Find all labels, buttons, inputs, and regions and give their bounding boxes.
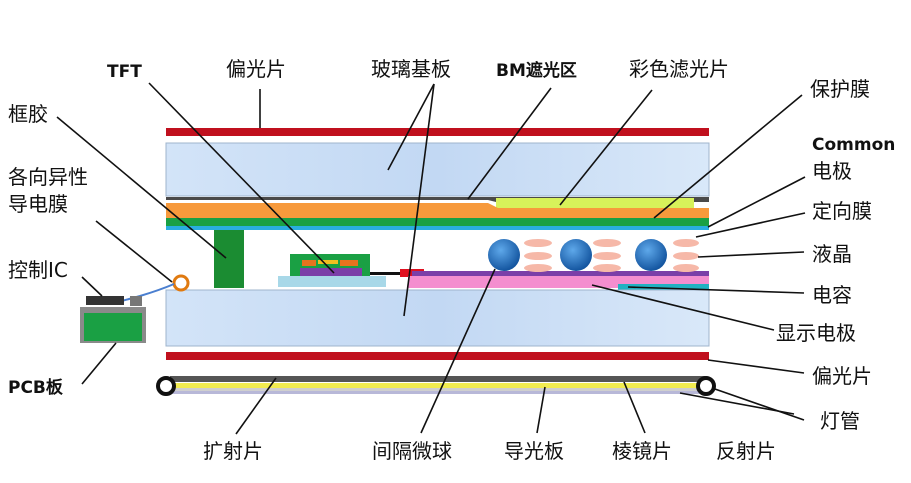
label-prism-sheet: 棱镜片 [612,439,672,463]
label-glass-substrate: 玻璃基板 [371,57,451,81]
label-liquid-crystal: 液晶 [812,242,852,266]
pcb-green [84,313,142,341]
spacer-ball-1 [488,239,520,271]
label-color-filter: 彩色滤光片 [629,57,729,81]
bottom-glass-substrate [165,289,710,347]
light-guide-plate [170,383,705,388]
label-polarizer-top: 偏光片 [226,57,286,81]
flex-cable [117,283,175,303]
tft-base [278,276,386,287]
control-ic-chip [86,296,124,305]
label-polarizer-bottom: 偏光片 [812,364,872,388]
top-glass-substrate [165,142,710,197]
acf-connector [172,274,190,292]
label-acf-1: 各向异性 [8,165,88,189]
spacer-ball-2 [560,239,592,271]
diffuser-sheet [170,376,705,382]
control-ic-pin [130,296,142,306]
label-light-guide: 导光板 [504,439,564,463]
label-frame-glue: 框胶 [8,102,48,126]
label-lamp: 灯管 [820,409,860,433]
label-common-electrode-2: 电极 [812,159,852,183]
label-protective-film: 保护膜 [810,77,870,101]
leader-lines [56,82,806,435]
lamp-right [696,376,716,396]
tft-drain [340,260,358,266]
top-polarizer [166,128,709,136]
tft-connector [370,272,402,275]
protective-film-layer [166,203,709,218]
tft-source [302,260,316,266]
label-spacer: 间隔微球 [372,439,452,463]
label-common-electrode-1: Common [812,135,895,155]
alignment-film-layer [166,226,709,230]
spacer-ball-3 [635,239,667,271]
common-electrode-layer [166,218,709,226]
label-pcb: PCB板 [8,377,64,398]
liquid-crystal-molecules [524,239,699,272]
frame-glue [214,230,244,288]
label-control-ic: 控制IC [8,258,68,282]
label-reflector: 反射片 [716,439,776,463]
label-diffuser: 扩射片 [203,439,263,463]
label-capacitor: 电容 [812,283,852,307]
reflector-sheet [170,391,705,394]
label-alignment-film: 定向膜 [812,199,872,223]
bottom-polarizer [166,352,709,360]
label-tft: TFT [107,62,142,82]
color-filter-layer [496,198,694,208]
lamp-left [156,376,176,396]
display-electrode-line [412,271,709,276]
label-acf-2: 导电膜 [8,192,68,216]
capacitor-bar [618,284,709,290]
label-bm-shading: BM遮光区 [496,60,577,81]
tft-channel-block [318,260,338,264]
tft-gate [300,268,362,276]
label-display-electrode: 显示电极 [776,321,856,345]
prism-sheet [170,388,705,391]
